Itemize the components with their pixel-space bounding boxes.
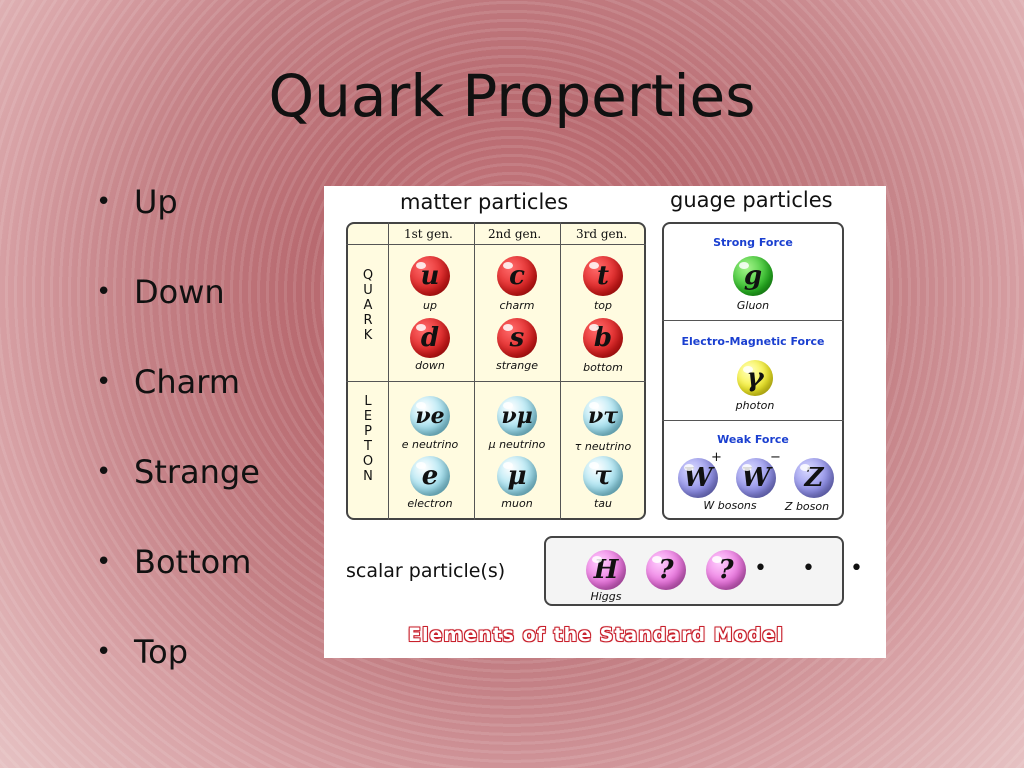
charm-quark-icon: c <box>497 256 537 296</box>
bullet-dot: • <box>96 637 112 667</box>
gen-label: 1st gen. <box>404 227 453 241</box>
figure-caption: Elements of the Standard Model <box>408 624 784 646</box>
divider <box>560 222 561 520</box>
particle-name: W bosons <box>703 499 757 512</box>
scalar-particles-label: scalar particle(s) <box>346 560 506 582</box>
particle-name: Z boson <box>784 500 830 513</box>
tau-neutrino-icon: ντ <box>583 396 623 436</box>
divider <box>662 320 844 321</box>
unknown-particle-icon: ? <box>646 550 686 590</box>
particle-name: tau <box>593 497 613 510</box>
bullet-dot: • <box>96 457 112 487</box>
charge-minus: − <box>770 450 781 465</box>
bullet-text: Up <box>134 183 178 221</box>
bullet-item: • Charm <box>96 360 260 450</box>
bullet-item: • Bottom <box>96 540 260 630</box>
top-quark-icon: t <box>583 256 623 296</box>
particle-name: electron <box>407 497 453 510</box>
bottom-quark-icon: b <box>583 318 623 358</box>
force-label: Strong Force <box>713 236 793 249</box>
bullet-dot: • <box>96 367 112 397</box>
bullet-dot: • <box>96 277 112 307</box>
slide-title: Quark Properties <box>268 62 756 130</box>
strange-quark-icon: s <box>497 318 537 358</box>
standard-model-figure: matter particles guage particles 1st gen… <box>324 186 886 658</box>
muon-neutrino-icon: νμ <box>497 396 537 436</box>
divider <box>346 244 646 245</box>
gen-label: 2nd gen. <box>488 227 542 241</box>
gen-label: 3rd gen. <box>576 227 628 241</box>
divider <box>346 381 646 382</box>
gauge-particles-header: guage particles <box>670 188 833 212</box>
bullet-item: • Down <box>96 270 260 360</box>
particle-name: down <box>415 359 445 372</box>
particle-name: τ neutrino <box>574 440 632 453</box>
bullet-item: • Top <box>96 630 260 720</box>
particle-name: e neutrino <box>401 438 459 451</box>
divider <box>662 420 844 421</box>
matter-particles-header: matter particles <box>400 190 569 214</box>
w-plus-boson-icon: W <box>678 458 718 498</box>
charge-plus: + <box>711 450 722 465</box>
photon-icon: γ <box>737 360 773 396</box>
unknown-particle-icon: ? <box>706 550 746 590</box>
particle-name: Higgs <box>590 590 622 603</box>
higgs-icon: H <box>586 550 626 590</box>
z-boson-icon: Z <box>794 458 834 498</box>
up-quark-icon: u <box>410 256 450 296</box>
bullet-text: Down <box>134 273 225 311</box>
bullet-text: Top <box>134 633 188 671</box>
particle-name: muon <box>501 497 533 510</box>
electron-icon: e <box>410 456 450 496</box>
w-minus-boson-icon: W <box>736 458 776 498</box>
bullet-list: • Up • Down • Charm • Strange • Bottom • Top <box>96 180 260 720</box>
bullet-item: • Strange <box>96 450 260 540</box>
down-quark-icon: d <box>410 318 450 358</box>
bullet-text: Charm <box>134 363 240 401</box>
bullet-dot: • <box>96 187 112 217</box>
particle-name: photon <box>735 399 775 412</box>
particle-name: top <box>593 299 613 312</box>
force-label: Weak Force <box>717 433 789 446</box>
particle-name: strange <box>495 359 539 372</box>
muon-icon: μ <box>497 456 537 496</box>
ellipsis: • • • <box>754 556 877 581</box>
particle-name: μ neutrino <box>488 438 546 451</box>
gluon-icon: g <box>733 256 773 296</box>
divider <box>388 222 389 520</box>
electron-neutrino-icon: νe <box>410 396 450 436</box>
particle-name: bottom <box>583 361 623 374</box>
bullet-dot: • <box>96 547 112 577</box>
bullet-text: Bottom <box>134 543 252 581</box>
particle-name: Gluon <box>736 299 770 312</box>
particle-name: charm <box>499 299 535 312</box>
tau-icon: τ <box>583 456 623 496</box>
force-label: Electro-Magnetic Force <box>681 335 825 348</box>
divider <box>474 222 475 520</box>
bullet-text: Strange <box>134 453 260 491</box>
particle-name: up <box>423 299 437 312</box>
bullet-item: • Up <box>96 180 260 270</box>
